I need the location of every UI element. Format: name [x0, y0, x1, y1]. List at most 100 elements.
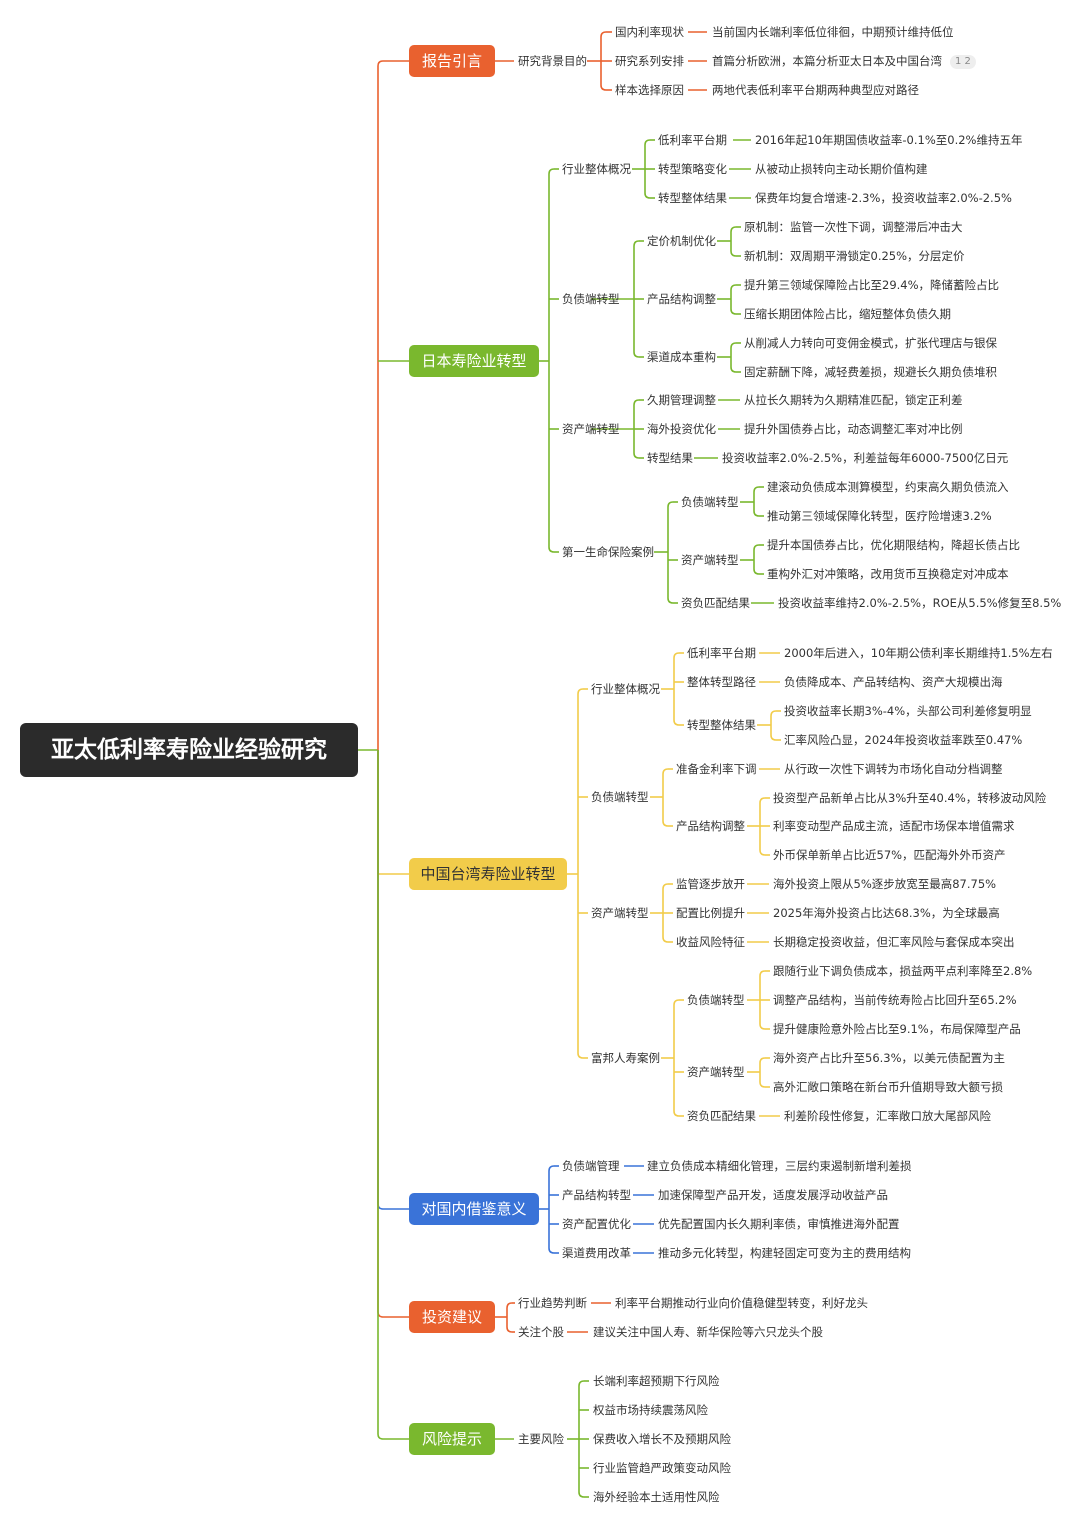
tw-asset[interactable]: 资产端转型: [591, 906, 649, 920]
tw-asset-label-2[interactable]: 配置比例提升: [676, 906, 745, 920]
tw-fb-asset-2[interactable]: 高外汇敞口策略在新台币升值期导致大额亏损: [773, 1080, 1003, 1094]
jp-asset-text-1[interactable]: 从拉长久期转为久期精准匹配，锁定正利差: [744, 393, 963, 407]
tw-fb-asset[interactable]: 资产端转型: [687, 1065, 745, 1079]
tw-asset-text-3[interactable]: 长期稳定投资收益，但汇率风险与套保成本突出: [773, 935, 1015, 949]
tw-ov-path[interactable]: 整体转型路径: [687, 675, 756, 689]
tw-liability[interactable]: 负债端转型: [591, 790, 649, 804]
tw-product-2[interactable]: 利率变动型产品成主流，适配市场保本增值需求: [773, 819, 1015, 833]
tw-fb-liability-2[interactable]: 调整产品结构，当前传统寿险占比回升至65.2%: [773, 993, 1017, 1007]
jp-dai-result-text[interactable]: 投资收益率维持2.0%-2.5%，ROE从5.5%修复至8.5%: [778, 596, 1062, 610]
tw-fb-asset-1[interactable]: 海外资产占比升至56.3%，以美元债配置为主: [773, 1051, 1006, 1065]
intro-text-2[interactable]: 首篇分析欧洲，本篇分析亚太日本及中国台湾: [712, 54, 942, 68]
jp-dai-asset-2[interactable]: 重构外汇对冲策略，改用货币互换稳定对冲成本: [767, 567, 1009, 581]
tw-product-3[interactable]: 外币保单新单占比近57%，匹配海外外币资产: [773, 848, 1006, 862]
jp-asset-label-2[interactable]: 海外投资优化: [647, 422, 716, 436]
jp-ov-text-3[interactable]: 保费年均复合增速-2.3%，投资收益率2.0%-2.5%: [755, 191, 1012, 205]
tw-fb-result[interactable]: 资负匹配结果: [687, 1109, 756, 1123]
intro-label-2[interactable]: 研究系列安排: [615, 54, 684, 68]
tw-ov-period[interactable]: 低利率平台期: [687, 646, 756, 660]
branch-risk[interactable]: 风险提示: [409, 1423, 495, 1455]
risk-main[interactable]: 主要风险: [518, 1432, 564, 1446]
branch-taiwan[interactable]: 中国台湾寿险业转型: [409, 858, 567, 890]
jp-ov-text-1[interactable]: 2016年起10年期国债收益率-0.1%至0.2%维持五年: [755, 133, 1023, 147]
jp-asset-text-3[interactable]: 投资收益率2.0%-2.5%，利差益每年6000-7500亿日元: [722, 451, 1009, 465]
jp-dai-asset-1[interactable]: 提升本国债券占比，优化期限结构，降超长债占比: [767, 538, 1020, 552]
jp-asset[interactable]: 资产端转型: [562, 422, 620, 436]
tw-asset-label-3[interactable]: 收益风险特征: [676, 935, 745, 949]
branch-intro[interactable]: 报告引言: [409, 45, 495, 77]
tw-fb-liability-1[interactable]: 跟随行业下调负债成本，损益两平点利率降至2.8%: [773, 964, 1033, 978]
tw-reserve[interactable]: 准备金利率下调: [676, 762, 757, 776]
jp-pricing[interactable]: 定价机制优化: [647, 234, 716, 248]
branch-japan[interactable]: 日本寿险业转型: [409, 345, 539, 377]
connector-line: [662, 768, 669, 797]
ref-label-3[interactable]: 资产配置优化: [562, 1217, 631, 1231]
tw-product[interactable]: 产品结构调整: [676, 819, 745, 833]
jp-overview[interactable]: 行业整体概况: [562, 162, 631, 176]
ref-text-3[interactable]: 优先配置国内长久期利率债，审慎推进海外配置: [658, 1217, 900, 1231]
inv-text-2[interactable]: 建议关注中国人寿、新华保险等六只龙头个股: [593, 1325, 823, 1339]
jp-dai-liability-2[interactable]: 推动第三领域保障化转型，医疗险增速3.2%: [767, 509, 992, 523]
ref-text-4[interactable]: 推动多元化转型，构建轻固定可变为主的费用结构: [658, 1246, 911, 1260]
root-node[interactable]: 亚太低利率寿险业经验研究: [20, 723, 358, 777]
ref-label-1[interactable]: 负债端管理: [562, 1159, 620, 1173]
jp-dai-liability-1[interactable]: 建滚动负债成本测算模型，约束高久期负债流入: [767, 480, 1009, 494]
tw-fubon[interactable]: 富邦人寿案例: [591, 1051, 660, 1065]
risk-item-2[interactable]: 权益市场持续震荡风险: [593, 1403, 708, 1417]
tw-overview[interactable]: 行业整体概况: [591, 682, 660, 696]
intro-label-3[interactable]: 样本选择原因: [615, 83, 684, 97]
tw-asset-label-1[interactable]: 监管逐步放开: [676, 877, 745, 891]
tw-product-1[interactable]: 投资型产品新单占比从3%升至40.4%，转移波动风险: [773, 791, 1047, 805]
branch-invest[interactable]: 投资建议: [409, 1301, 495, 1333]
jp-product[interactable]: 产品结构调整: [647, 292, 716, 306]
jp-product-1[interactable]: 提升第三领域保障险占比至29.4%，降储蓄险占比: [744, 278, 1000, 292]
branch-reference[interactable]: 对国内借鉴意义: [409, 1193, 539, 1225]
jp-ov-label-2[interactable]: 转型策略变化: [658, 162, 727, 176]
intro-purpose[interactable]: 研究背景目的: [518, 54, 587, 68]
tw-ov-result[interactable]: 转型整体结果: [687, 718, 756, 732]
jp-dai-liability[interactable]: 负债端转型: [681, 495, 739, 509]
inv-label-2[interactable]: 关注个股: [518, 1325, 564, 1339]
connector-line: [673, 652, 680, 689]
risk-item-3[interactable]: 保费收入增长不及预期风险: [593, 1432, 731, 1446]
jp-liability[interactable]: 负债端转型: [562, 292, 620, 306]
jp-dai-asset[interactable]: 资产端转型: [681, 553, 739, 567]
tw-ov-path-text[interactable]: 负债降成本、产品转结构、资产大规模出海: [784, 675, 1003, 689]
jp-dai-result[interactable]: 资负匹配结果: [681, 596, 750, 610]
intro-text-1[interactable]: 当前国内长端利率低位徘徊，中期预计维持低位: [712, 25, 954, 39]
tw-fb-liability-3[interactable]: 提升健康险意外险占比至9.1%，布局保障型产品: [773, 1022, 1021, 1036]
intro-label-1[interactable]: 国内利率现状: [615, 25, 684, 39]
inv-label-1[interactable]: 行业趋势判断: [518, 1296, 587, 1310]
tw-ov-result-1[interactable]: 投资收益率长期3%-4%，头部公司利差修复明显: [784, 704, 1032, 718]
jp-pricing-1[interactable]: 原机制：监管一次性下调，调整滞后冲击大: [744, 220, 963, 234]
jp-channel[interactable]: 渠道成本重构: [647, 350, 716, 364]
inv-text-1[interactable]: 利率平台期推动行业向价值稳健型转变，利好龙头: [615, 1296, 868, 1310]
jp-ov-text-2[interactable]: 从被动止损转向主动长期价值构建: [755, 162, 928, 176]
tw-asset-text-1[interactable]: 海外投资上限从5%逐步放宽至最高87.75%: [773, 877, 997, 891]
jp-channel-2[interactable]: 固定薪酬下降，减轻费差损，规避长久期负债堆积: [744, 365, 997, 379]
jp-pricing-2[interactable]: 新机制：双周期平滑锁定0.25%，分层定价: [744, 249, 965, 263]
tw-asset-text-2[interactable]: 2025年海外投资占比达68.3%，为全球最高: [773, 906, 1000, 920]
ref-text-1[interactable]: 建立负债成本精细化管理，三层约束遏制新增利差损: [647, 1159, 912, 1173]
jp-asset-label-1[interactable]: 久期管理调整: [647, 393, 716, 407]
tw-ov-result-2[interactable]: 汇率风险凸显，2024年投资收益率跌至0.47%: [784, 733, 1023, 747]
reference-badge[interactable]: 1 2: [950, 55, 976, 69]
jp-asset-text-2[interactable]: 提升外国债券占比，动态调整汇率对冲比例: [744, 422, 963, 436]
tw-fb-liability[interactable]: 负债端转型: [687, 993, 745, 1007]
tw-reserve-text[interactable]: 从行政一次性下调转为市场化自动分档调整: [784, 762, 1003, 776]
risk-item-5[interactable]: 海外经验本土适用性风险: [593, 1490, 720, 1504]
jp-asset-label-3[interactable]: 转型结果: [647, 451, 693, 465]
tw-ov-period-text[interactable]: 2000年后进入，10年期公债利率长期维持1.5%左右: [784, 646, 1053, 660]
jp-channel-1[interactable]: 从削减人力转向可变佣金模式，扩张代理店与银保: [744, 336, 997, 350]
ref-text-2[interactable]: 加速保障型产品开发，适度发展浮动收益产品: [658, 1188, 888, 1202]
risk-item-4[interactable]: 行业监管趋严政策变动风险: [593, 1461, 731, 1475]
jp-daiichi[interactable]: 第一生命保险案例: [562, 545, 654, 559]
intro-text-3[interactable]: 两地代表低利率平台期两种典型应对路径: [712, 83, 919, 97]
ref-label-4[interactable]: 渠道费用改革: [562, 1246, 631, 1260]
risk-item-1[interactable]: 长端利率超预期下行风险: [593, 1374, 720, 1388]
tw-fb-result-text[interactable]: 利差阶段性修复，汇率敞口放大尾部风险: [784, 1109, 991, 1123]
ref-label-2[interactable]: 产品结构转型: [562, 1188, 631, 1202]
jp-ov-label-1[interactable]: 低利率平台期: [658, 133, 727, 147]
jp-product-2[interactable]: 压缩长期团体险占比，缩短整体负债久期: [744, 307, 951, 321]
jp-ov-label-3[interactable]: 转型整体结果: [658, 191, 727, 205]
